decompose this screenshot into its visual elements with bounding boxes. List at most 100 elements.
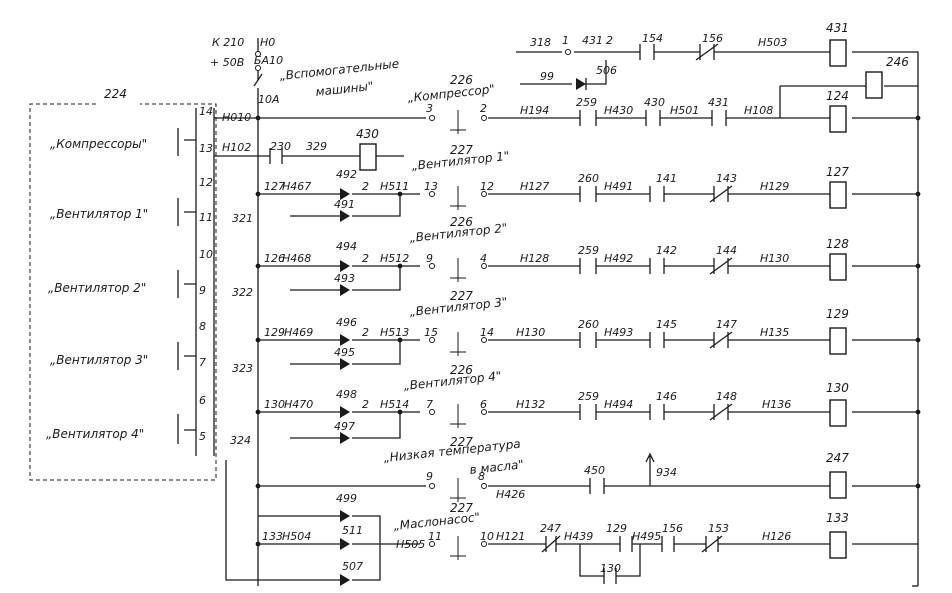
switch-entry-compressor: „Компрессоры" 14 13 xyxy=(50,105,213,156)
diode-494 xyxy=(340,260,350,272)
contact-154 xyxy=(639,44,655,60)
junction-dot xyxy=(255,541,261,547)
coil-130 xyxy=(829,399,847,427)
row3-contact-1: 259 xyxy=(578,244,599,257)
row2-a127: 127 xyxy=(264,180,285,193)
diode-491-label: 491 xyxy=(334,198,355,211)
row7-wire: Н121 xyxy=(496,530,525,543)
row2-contact-2: 141 xyxy=(656,172,677,185)
row7-switch-terminal-b xyxy=(481,541,487,547)
diode-499 xyxy=(340,510,350,522)
diode-498-label: 498 xyxy=(336,388,357,401)
pin-11: 11 xyxy=(199,211,213,224)
junction-dot xyxy=(915,191,921,197)
row6-switch-name-2: в масла" xyxy=(469,457,525,477)
coil-128 xyxy=(829,253,847,281)
row2-contact-3: 143 xyxy=(716,172,737,185)
junction-dot xyxy=(915,337,921,343)
row3-contact-144 xyxy=(709,257,733,275)
coil-430 xyxy=(359,143,377,171)
row3-wire: Н128 xyxy=(520,252,549,265)
switch-box-rails xyxy=(195,108,215,456)
row5-pin-b: 6 xyxy=(480,398,487,411)
row4-contact-2: 145 xyxy=(656,318,677,331)
row5-contact-259 xyxy=(579,404,597,420)
pin-12: 12 xyxy=(199,176,213,189)
pin-10: 10 xyxy=(199,248,213,261)
row7-contact-3: 156 xyxy=(662,522,683,535)
row1-contact-1: 259 xyxy=(576,96,597,109)
row7-contact-153 xyxy=(701,535,723,553)
pin-7: 7 xyxy=(199,356,206,369)
row6-arrow-934 xyxy=(645,452,655,486)
coil-129-label: 129 xyxy=(826,307,849,321)
row4-h469: Н469 xyxy=(284,326,313,339)
row3-contact-142 xyxy=(649,258,665,274)
switch-contact-compressors xyxy=(177,128,196,156)
switch-entry-fan2: „Вентилятор 2" 10 9 xyxy=(48,248,213,298)
row2-switch-drum xyxy=(450,186,466,210)
diode-497-label: 497 xyxy=(334,420,355,433)
row5-switch-terminal-a xyxy=(429,409,435,415)
row5-contact-148 xyxy=(709,403,733,421)
row7-diode-loop xyxy=(225,460,381,581)
junction-dot xyxy=(255,263,261,269)
row7-switch-terminal-a xyxy=(429,541,435,547)
junction-dot xyxy=(915,409,921,415)
row7-switch-drum xyxy=(450,536,466,560)
row1-switch-terminal-b xyxy=(481,115,487,121)
pin-6: 6 xyxy=(199,394,206,407)
row1-wire-3: Н501 xyxy=(670,104,699,117)
diode-507 xyxy=(340,574,350,586)
wire-318: 318 xyxy=(530,36,551,49)
row5-h470: Н470 xyxy=(284,398,313,411)
coil-247 xyxy=(829,471,847,499)
contact-156 xyxy=(695,43,719,61)
coil-130-label: 130 xyxy=(826,381,849,395)
diode-499-label: 499 xyxy=(336,492,357,505)
row7-contact-1: 247 xyxy=(540,522,561,535)
row7-wire-4: Н126 xyxy=(762,530,791,543)
coil-133-label: 133 xyxy=(826,511,849,525)
switch-name-fan1: „Вентилятор 1" xyxy=(50,207,148,221)
junction-dot xyxy=(397,191,403,197)
row5-contact-146 xyxy=(649,404,665,420)
row2-contact-260 xyxy=(579,186,597,202)
row4-diode-branch xyxy=(290,340,401,365)
junction-dot xyxy=(255,409,261,415)
coil-127 xyxy=(829,181,847,209)
row1-pin-a: 3 xyxy=(426,102,433,115)
row4-switch-num: 227 xyxy=(450,289,473,303)
wire-230: 230 xyxy=(270,140,291,153)
row4-switch-terminal-b xyxy=(481,337,487,343)
aux-machines-label-2: машины" xyxy=(315,79,374,99)
row6-wire: Н426 xyxy=(496,488,525,501)
fuse-top-label: Н0 xyxy=(260,36,275,49)
diode-493 xyxy=(340,284,350,296)
switch-contact-fan3 xyxy=(177,342,196,370)
row1-contact-431 xyxy=(711,110,727,126)
row7-switch-num: 227 xyxy=(450,501,473,515)
row1-wire-4: Н108 xyxy=(744,104,773,117)
switch-entry-fan1: „Вентилятор 1" 12 11 xyxy=(50,176,213,226)
pin-14: 14 xyxy=(199,105,213,118)
row3-switch-num: 226 xyxy=(450,215,473,229)
coil-124-label: 124 xyxy=(826,89,849,103)
contact-pin-2: 2 xyxy=(606,34,613,47)
row1-wire-2: Н430 xyxy=(604,104,633,117)
fuse-rating-label: 10А xyxy=(258,93,280,106)
row-fan3: 227 „Вентилятор 3" 129 Н469 496 2 Н513 4… xyxy=(232,289,918,375)
coil-133 xyxy=(829,531,847,559)
supply-line2: + 50В xyxy=(210,56,244,69)
row6-switch-num: 227 xyxy=(450,435,473,449)
diode-498 xyxy=(340,406,350,418)
switch-name-fan4: „Вентилятор 4" xyxy=(46,427,144,441)
row7-wire-3: Н495 xyxy=(632,530,661,543)
row2-pin-b: 12 xyxy=(480,180,494,193)
junction-dot xyxy=(915,263,921,269)
contact-pin-1: 1 xyxy=(562,34,569,47)
row4-contact-147 xyxy=(709,331,733,349)
row2-wire-2: Н491 xyxy=(604,180,633,193)
row2-pin-a: 13 xyxy=(424,180,438,193)
switch-box-label: 224 xyxy=(104,87,127,101)
